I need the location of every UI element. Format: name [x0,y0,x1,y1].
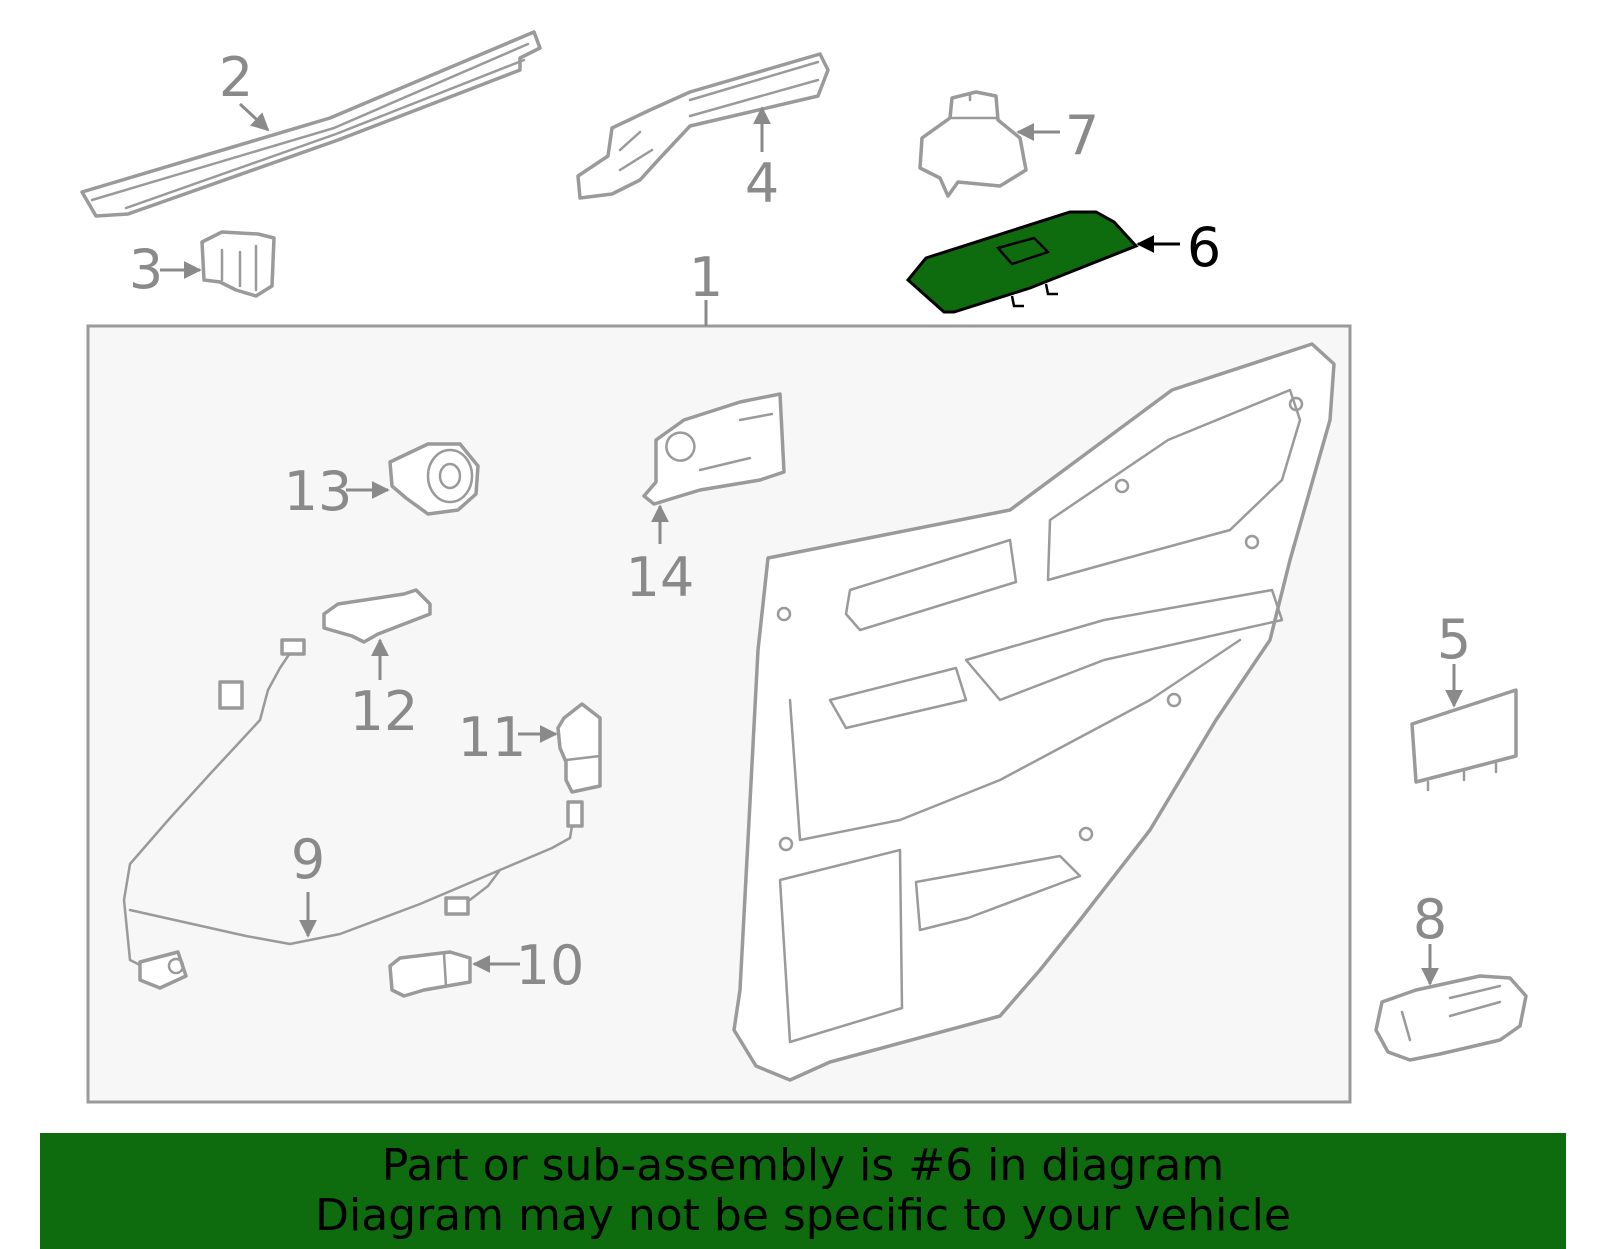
part-10-courtesy-lamp [388,950,472,998]
callout-label-9: 9 [291,828,325,891]
callout-label-8: 8 [1413,888,1447,951]
part-11-connector [556,702,602,794]
callout-label-2: 2 [219,46,253,109]
info-banner: Part or sub-assembly is #6 in diagram Di… [40,1133,1566,1249]
part-2-window-channel [80,30,542,218]
callout-label-12: 12 [350,680,419,743]
part-9-wire-harness [122,638,584,990]
part-12-bracket [322,588,432,644]
part-8-outer-handle [1374,974,1528,1062]
callout-label-11: 11 [458,706,527,769]
callout-label-3: 3 [129,238,163,301]
callout-label-7: 7 [1065,104,1099,167]
part-7-switch [918,90,1028,198]
callout-label-1: 1 [689,246,723,309]
part-1-door-trim-panel [732,342,1336,1082]
callout-label-6: 6 [1187,216,1221,279]
banner-line-2: Diagram may not be specific to your vehi… [315,1190,1291,1241]
part-14-inner-handle [642,392,786,506]
callout-label-10: 10 [516,934,585,997]
callout-label-5: 5 [1437,608,1471,671]
part-6-switch-bezel [905,210,1139,314]
part-13-speaker [388,442,480,516]
banner-line-1: Part or sub-assembly is #6 in diagram [381,1140,1225,1191]
callout-label-14: 14 [626,546,695,609]
part-4-window-regulator [576,52,830,200]
leader-2 [238,102,270,132]
callout-label-13: 13 [284,460,353,523]
part-3-clip [200,230,276,298]
callout-label-4: 4 [745,152,779,215]
part-5-cover [1410,688,1518,792]
